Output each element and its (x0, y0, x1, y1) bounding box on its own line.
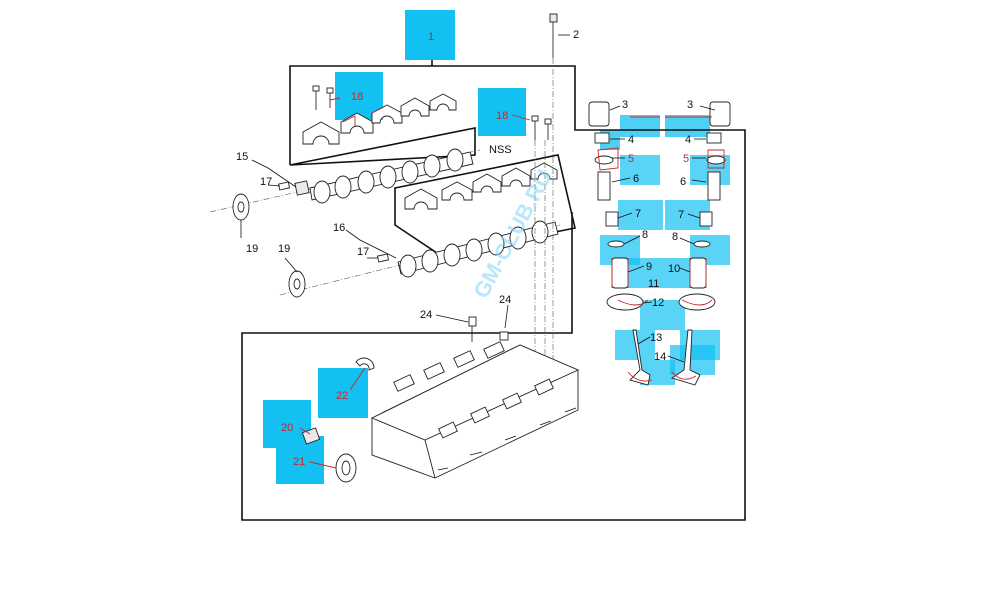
head-bolt-24-left (468, 316, 477, 342)
head-ports (393, 341, 554, 439)
callout-18-lower: 18 (496, 110, 508, 122)
callout-nss: NSS (489, 144, 512, 156)
callout-7-right: 7 (678, 209, 684, 221)
head-studs (437, 407, 577, 471)
callout-5-left: 5 (628, 153, 634, 165)
red-highlight-outlines (342, 106, 725, 382)
assembly-frames (241, 60, 746, 521)
callout-17-lower: 17 (357, 246, 369, 258)
callout-8-left: 8 (642, 229, 648, 241)
cam-lobes-upper (313, 148, 464, 204)
cam-lobes-lower (399, 220, 549, 278)
callout-21: 21 (293, 456, 305, 468)
head-bolt-24-right (499, 331, 509, 341)
callout-10: 10 (668, 263, 680, 275)
cam-bearing-caps-lower (404, 162, 558, 210)
callout-24-right: 24 (499, 294, 511, 306)
callout-19-lower: 19 (278, 243, 290, 255)
upper-cam-cap-tray (289, 85, 476, 166)
callout-5-right: 5 (683, 153, 689, 165)
camshaft-seal-upper (232, 193, 250, 221)
callout-11: 11 (648, 278, 659, 290)
half-moon-seal (355, 357, 375, 371)
callout-3-right: 3 (687, 99, 693, 111)
red-leader-lines (299, 97, 531, 469)
callout-18-upper: 18 (351, 91, 363, 103)
valve-train-left (588, 101, 651, 386)
leader-lines (240, 34, 716, 363)
cylinder-head-block (370, 341, 580, 479)
cylinder-head-bolt (534, 13, 558, 375)
cap-bolts-lower (531, 115, 552, 140)
cam-bearing-caps-upper (302, 93, 457, 145)
callout-16: 16 (333, 222, 345, 234)
callout-12: 12 (652, 297, 664, 309)
callout-17-upper: 17 (260, 176, 272, 188)
valve-train-right (670, 101, 731, 386)
callout-19-upper: 19 (246, 243, 258, 255)
exhaust-camshaft (279, 220, 561, 296)
callout-20: 20 (281, 422, 293, 434)
callout-22: 22 (336, 390, 348, 402)
callout-6-right: 6 (680, 176, 686, 188)
callout-3-left: 3 (622, 99, 628, 111)
callout-1: 1 (428, 31, 434, 43)
intake-camshaft (209, 148, 481, 213)
callout-4-left: 4 (628, 134, 634, 146)
callout-6-left: 6 (633, 173, 639, 185)
camshaft-seal-lower (288, 270, 306, 298)
callout-8-right: 8 (672, 231, 678, 243)
callout-15: 15 (236, 151, 248, 163)
end-plug (335, 453, 357, 483)
callout-9: 9 (646, 261, 652, 273)
cap-bolts-upper (312, 85, 334, 110)
callout-labels: 1 2 3 3 4 4 5 5 6 6 7 7 8 8 9 10 11 12 1… (236, 29, 693, 468)
callout-14: 14 (654, 351, 666, 363)
callout-7-left: 7 (635, 208, 641, 220)
callout-2: 2 (573, 29, 579, 41)
callout-4-right: 4 (685, 134, 691, 146)
callout-24-left: 24 (420, 309, 432, 321)
callout-13: 13 (650, 332, 662, 344)
